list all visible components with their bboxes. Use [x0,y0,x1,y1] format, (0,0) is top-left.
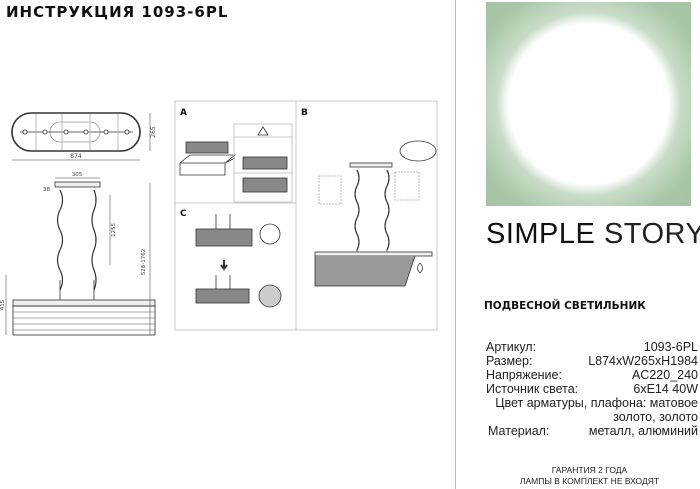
product-type: ПОДВЕСНОЙ СВЕТИЛЬНИК [484,300,646,312]
dim-total-height: 528-1762 [141,249,147,275]
brand-logo: SIMPLE STORY [486,218,700,250]
dim-depth: 265 [150,126,157,138]
divider [455,0,456,489]
lamps-note: ЛАМПЫ В КОМПЛЕКТ НЕ ВХОДЯТ [519,476,660,486]
top-view-drawing [11,112,151,161]
product-hero-image [486,2,691,206]
spec-row: Артикул:1093-6PL [486,340,698,354]
dim-width: 874 [70,153,82,160]
panel-c-drawing [195,214,282,308]
spec-row: Источник света:6xE14 40W [486,382,698,396]
panel-b-label: B [301,108,308,118]
dim-chain: 1255 [111,223,117,237]
warranty-note: ГАРАНТИЯ 2 ГОДА [551,465,628,475]
side-view-drawing [5,177,156,336]
technical-drawing: 874 265 305 38 1255 528-1762 415 A B C [0,100,438,336]
panel-a-label: A [180,108,187,118]
panel-a-drawing [179,123,293,203]
assembly-panels [174,100,438,331]
spec-color-line2: золото, золото [613,410,698,424]
dim-shade-height: 415 [0,299,6,310]
spec-color-line1: Цвет арматуры, плафона: матовое [495,396,698,410]
spec-row: Размер:L874xW265xH1984 [486,354,698,368]
spec-row: Напряжение:AC220_240 [486,368,698,382]
panel-c-label: C [180,209,187,219]
document-title: ИНСТРУКЦИЯ 1093-6PL [6,3,229,21]
dim-canopy-height: 38 [43,187,50,193]
spec-row-material: Материал:металл, алюминий [488,424,698,438]
panel-b-drawing [314,140,437,287]
dim-canopy: 305 [72,172,83,178]
